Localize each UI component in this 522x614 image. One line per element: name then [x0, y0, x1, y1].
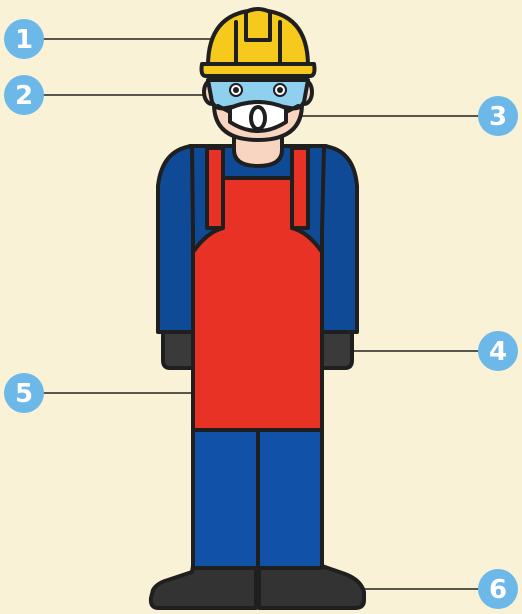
- mask-valve: [251, 107, 265, 129]
- safety-boots: [151, 566, 364, 608]
- callout-6-number: 6: [489, 575, 507, 605]
- hard-hat: [202, 9, 315, 76]
- callout-1: 1: [4, 19, 44, 59]
- callout-4-number: 4: [489, 337, 507, 367]
- apron: [193, 148, 322, 430]
- callout-4: 4: [478, 331, 518, 371]
- right-boot: [259, 566, 364, 608]
- callout-1-number: 1: [15, 25, 33, 55]
- callout-3: 3: [478, 96, 518, 136]
- worker-figure: [151, 9, 364, 608]
- left-sleeve: [158, 146, 193, 332]
- left-glove: [163, 332, 193, 368]
- callout-2: 2: [4, 75, 44, 115]
- callout-2-number: 2: [15, 81, 33, 111]
- apron-right-strap: [292, 148, 308, 228]
- apron-left-strap: [207, 148, 223, 228]
- hard-hat-top-ridge: [246, 9, 270, 40]
- pants: [193, 428, 322, 568]
- right-pupil: [277, 87, 283, 93]
- left-pupil: [233, 87, 239, 93]
- pants-right-leg: [258, 428, 322, 568]
- callout-6: 6: [478, 569, 518, 609]
- callout-3-number: 3: [489, 102, 507, 132]
- callout-5: 5: [4, 373, 44, 413]
- pants-left-leg: [193, 428, 258, 568]
- callout-5-number: 5: [15, 379, 33, 409]
- hard-hat-brim: [202, 64, 315, 76]
- left-boot: [151, 566, 256, 608]
- right-sleeve: [322, 146, 357, 332]
- right-glove: [322, 332, 352, 368]
